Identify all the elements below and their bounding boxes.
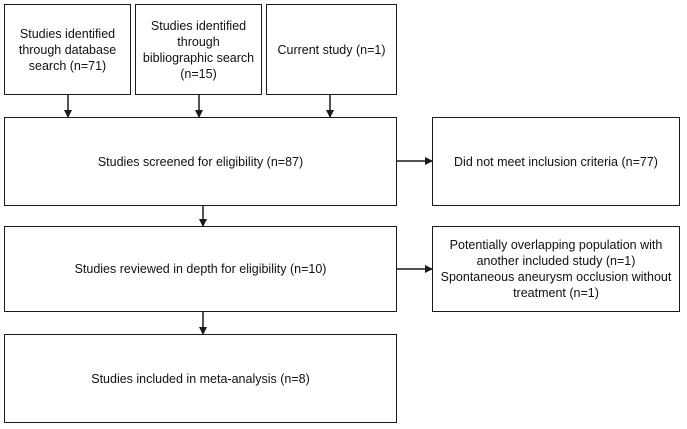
box-reviewed-label: Studies reviewed in depth for eligibilit…: [74, 262, 327, 276]
box-current-study-label: Current study (n=1): [277, 42, 386, 57]
box-included-label: Studies included in meta-analysis (n=8): [91, 371, 310, 386]
box-screened-label: Studies screened for eligibility (n=87): [97, 154, 304, 169]
box-excluded-other-label: Potentially overlapping population with …: [440, 238, 672, 300]
box-excluded-other: Potentially overlapping population with …: [432, 226, 680, 312]
box-included: Studies included in meta-analysis (n=8): [4, 334, 397, 423]
box-bibliographic-search-label: Studies identified through bibliographic…: [142, 18, 255, 81]
box-database-search-label: Studies identified through database sear…: [18, 26, 117, 73]
box-did-not-meet-criteria-label: Did not meet inclusion criteria (n=77): [454, 154, 658, 169]
box-reviewed: Studies reviewed in depth for eligibilit…: [4, 226, 397, 312]
box-did-not-meet-criteria: Did not meet inclusion criteria (n=77): [432, 117, 680, 206]
box-bibliographic-search: Studies identified through bibliographic…: [135, 4, 262, 95]
box-current-study: Current study (n=1): [266, 4, 397, 95]
box-database-search: Studies identified through database sear…: [4, 4, 131, 95]
box-screened: Studies screened for eligibility (n=87): [4, 117, 397, 206]
